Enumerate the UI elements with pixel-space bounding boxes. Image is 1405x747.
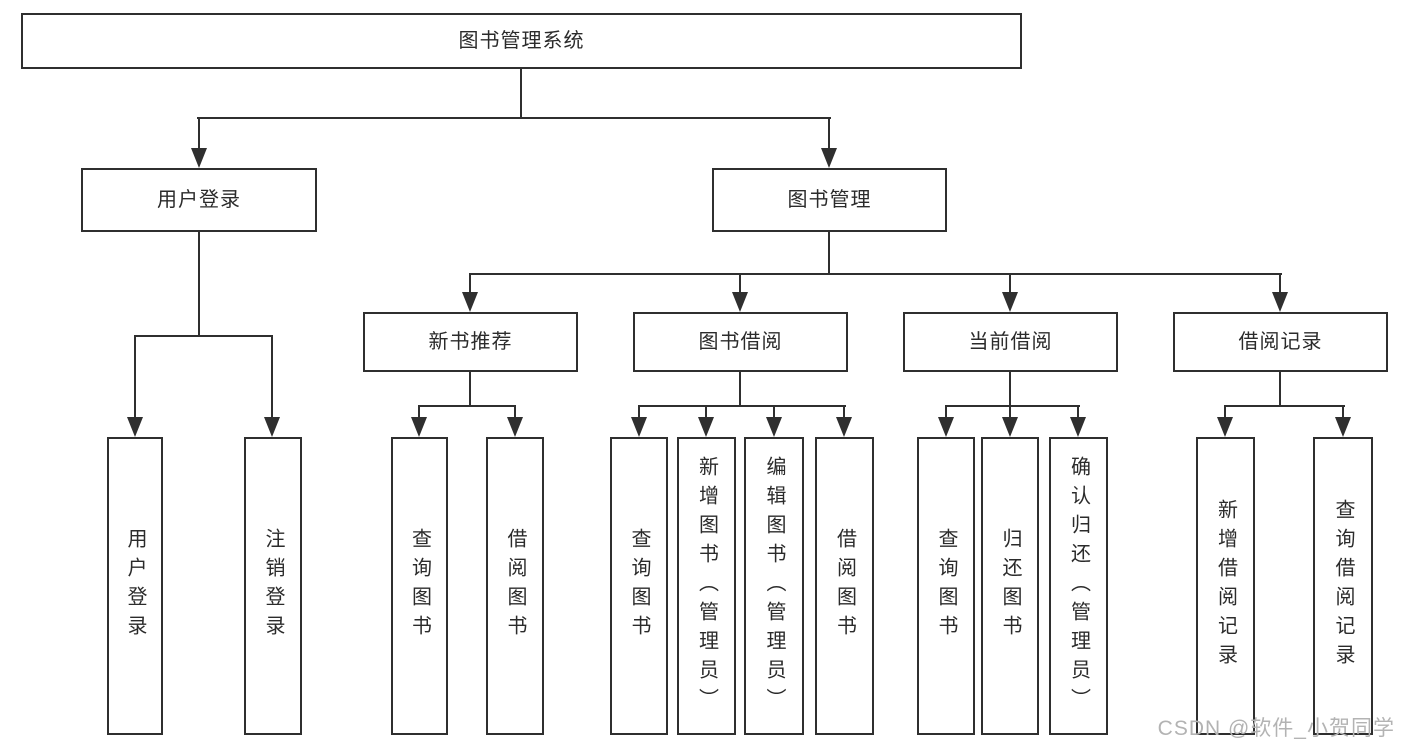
connector-line: [1224, 405, 1226, 417]
leaf-query-books-current: 查询图书: [917, 437, 975, 735]
arrow-down-icon: [1070, 417, 1086, 437]
connector-line: [418, 405, 420, 417]
connector-line: [514, 405, 516, 417]
arrow-down-icon: [821, 148, 837, 168]
node-label: 图书借阅: [698, 331, 783, 353]
arrow-down-icon: [507, 417, 523, 437]
node-label: 新增借阅记录: [1214, 499, 1237, 673]
connector-line: [469, 273, 1282, 275]
node-new-book-recommend: 新书推荐: [363, 312, 578, 372]
connector-line: [197, 117, 831, 119]
connector-line: [1342, 405, 1344, 417]
connector-line: [134, 335, 273, 337]
arrow-down-icon: [836, 417, 852, 437]
connector-line: [739, 372, 741, 405]
connector-line: [638, 405, 640, 417]
node-label: 图书管理系统: [458, 30, 585, 52]
watermark: CSDN @软件_小贺同学: [1157, 717, 1395, 740]
arrow-down-icon: [1272, 292, 1288, 312]
node-borrowing-records: 借阅记录: [1173, 312, 1388, 372]
leaf-confirm-return-admin: 确认归还（管理员）: [1049, 437, 1108, 735]
arrow-down-icon: [698, 417, 714, 437]
node-user-login-group: 用户登录: [81, 168, 317, 232]
arrow-down-icon: [766, 417, 782, 437]
node-current-borrowing: 当前借阅: [903, 312, 1118, 372]
leaf-user-login: 用户登录: [107, 437, 163, 735]
arrow-down-icon: [732, 292, 748, 312]
arrow-down-icon: [411, 417, 427, 437]
node-label: 确认归还（管理员）: [1067, 455, 1090, 717]
leaf-borrow-books-recommend: 借阅图书: [486, 437, 544, 735]
node-label: 查询图书: [935, 528, 957, 644]
connector-line: [271, 335, 273, 417]
leaf-return-book: 归还图书: [981, 437, 1039, 735]
leaf-query-books-borrowing: 查询图书: [610, 437, 668, 735]
node-label: 新增图书（管理员）: [695, 455, 718, 717]
connector-line: [828, 117, 830, 150]
node-label: 查询图书: [408, 528, 431, 644]
node-label: 新书推荐: [428, 331, 513, 353]
connector-line: [1279, 372, 1281, 405]
leaf-edit-book-admin: 编辑图书（管理员）: [744, 437, 804, 735]
connector-line: [945, 405, 947, 417]
connector-line: [1009, 372, 1011, 405]
leaf-query-books-recommend: 查询图书: [391, 437, 448, 735]
leaf-add-book-admin: 新增图书（管理员）: [677, 437, 736, 735]
node-label: 查询图书: [628, 528, 650, 644]
node-label: 编辑图书（管理员）: [763, 455, 785, 717]
connector-line: [198, 232, 200, 335]
connector-line: [469, 372, 471, 405]
node-book-borrowing: 图书借阅: [633, 312, 848, 372]
leaf-borrow-books-borrowing: 借阅图书: [815, 437, 874, 735]
node-label: 用户登录: [157, 189, 241, 211]
node-library-management-system: 图书管理系统: [21, 13, 1022, 69]
node-label: 归还图书: [999, 528, 1021, 644]
connector-line: [198, 117, 200, 150]
arrow-down-icon: [1335, 417, 1351, 437]
connector-line: [773, 405, 775, 417]
node-label: 用户登录: [124, 528, 146, 644]
node-book-management: 图书管理: [712, 168, 947, 232]
arrow-down-icon: [191, 148, 207, 168]
node-label: 借阅记录: [1238, 331, 1323, 353]
node-label: 注销登录: [262, 528, 284, 644]
connector-line: [469, 273, 471, 292]
arrow-down-icon: [631, 417, 647, 437]
leaf-add-borrow-record: 新增借阅记录: [1196, 437, 1255, 735]
arrow-down-icon: [1002, 292, 1018, 312]
leaf-query-borrow-record: 查询借阅记录: [1313, 437, 1373, 735]
node-label: 借阅图书: [833, 528, 856, 644]
arrow-down-icon: [1217, 417, 1233, 437]
connector-line: [638, 405, 846, 407]
connector-line: [1009, 405, 1011, 417]
arrow-down-icon: [127, 417, 143, 437]
node-label: 当前借阅: [968, 331, 1053, 353]
connector-line: [739, 273, 741, 292]
connector-line: [418, 405, 516, 407]
connector-line: [945, 405, 1080, 407]
connector-line: [1077, 405, 1079, 417]
node-label: 图书管理: [787, 189, 872, 211]
arrow-down-icon: [264, 417, 280, 437]
connector-line: [1224, 405, 1345, 407]
node-label: 借阅图书: [504, 528, 526, 644]
node-label: 查询借阅记录: [1332, 499, 1354, 673]
connector-line: [520, 69, 522, 117]
connector-line: [134, 335, 136, 417]
connector-line: [828, 232, 830, 273]
connector-line: [843, 405, 845, 417]
connector-line: [1279, 273, 1281, 292]
connector-line: [705, 405, 707, 417]
arrow-down-icon: [938, 417, 954, 437]
leaf-logout: 注销登录: [244, 437, 302, 735]
arrow-down-icon: [1002, 417, 1018, 437]
arrow-down-icon: [462, 292, 478, 312]
connector-line: [1009, 273, 1011, 292]
